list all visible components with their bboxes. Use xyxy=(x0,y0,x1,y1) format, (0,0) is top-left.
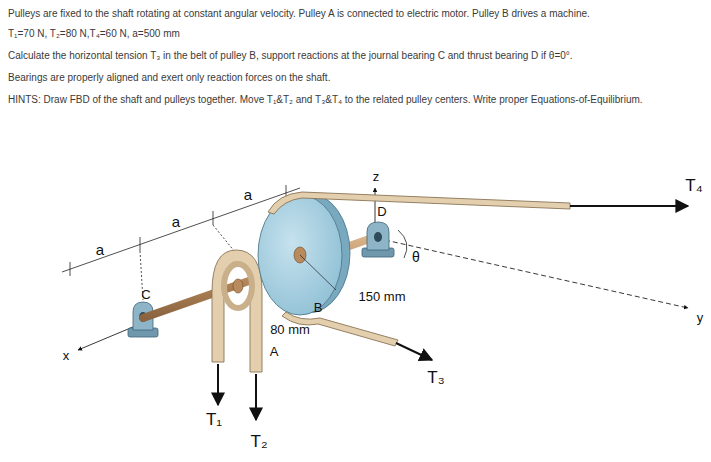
force-arrow xyxy=(396,343,432,360)
point-label: B xyxy=(314,301,323,315)
force-label: T₂ xyxy=(251,433,268,452)
problem-text: T₁=70 N, T₂=80 N,T₄=60 N, a=500 mm xyxy=(8,24,703,44)
problem-text: Pulleys are fixed to the shaft rotating … xyxy=(8,4,703,24)
axis-label: x xyxy=(63,349,70,363)
point-label: D xyxy=(377,205,386,219)
axis-label: z xyxy=(373,170,380,184)
angle-label: θ xyxy=(412,250,420,265)
problem-text: HINTS: Draw FBD of the shaft and pulleys… xyxy=(8,90,703,110)
dimension-label: 80 mm xyxy=(270,323,310,337)
problem-text: Calculate the horizontal tension T₃ in t… xyxy=(8,46,703,66)
problem-text: Bearings are properly aligned and exert … xyxy=(8,68,703,88)
thrust-bearing xyxy=(362,222,394,257)
dimension-label: 150 mm xyxy=(359,290,406,304)
pulley-b xyxy=(258,192,570,346)
angle-arc xyxy=(398,230,407,258)
force-arrow xyxy=(255,374,257,420)
dimension-label: a xyxy=(96,242,104,259)
force-label: T₃ xyxy=(427,369,444,388)
force-arrow xyxy=(570,205,688,207)
point-label: A xyxy=(270,345,279,359)
force-label: T₁ xyxy=(206,411,222,430)
axis-label: y xyxy=(697,311,704,325)
radius-line xyxy=(300,255,336,290)
y-axis xyxy=(385,240,688,308)
point-label: C xyxy=(141,288,150,302)
force-arrow xyxy=(217,364,219,405)
dimension-label: a xyxy=(244,187,252,204)
force-label: T₄ xyxy=(685,177,702,196)
pulley-a xyxy=(212,250,262,372)
dimension-label: a xyxy=(172,214,180,231)
